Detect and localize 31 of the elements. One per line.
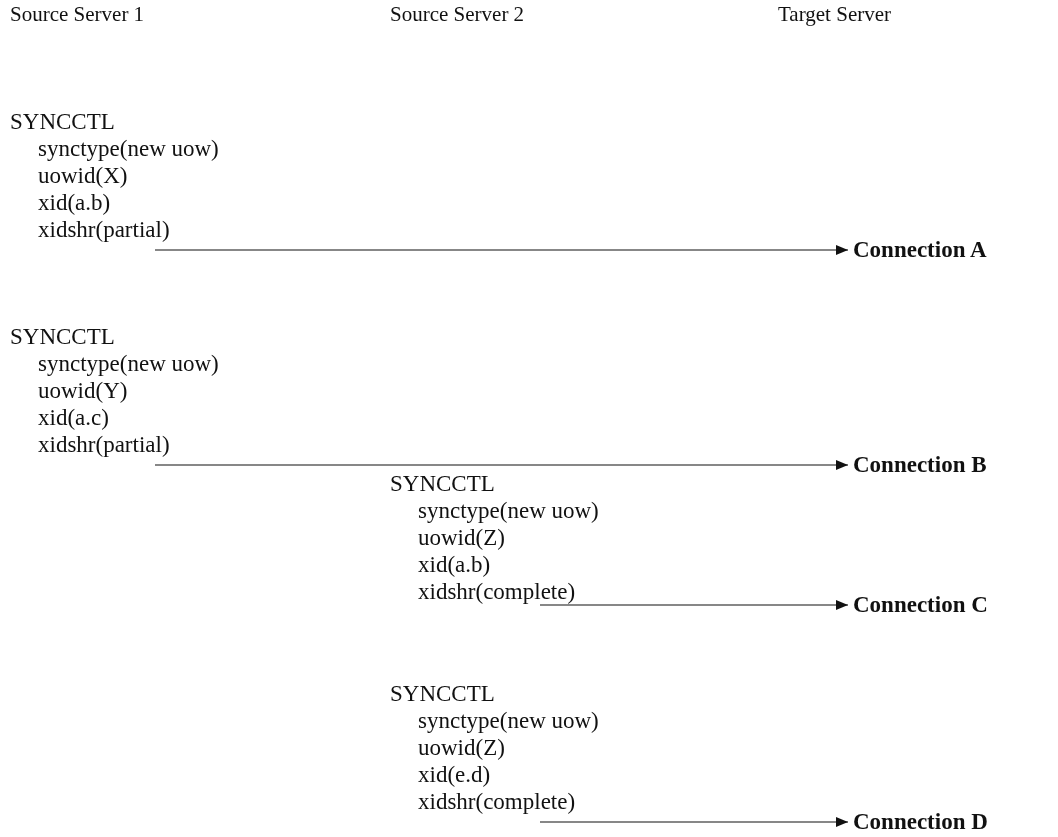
arrow bbox=[154, 245, 849, 255]
command-name: SYNCCTL bbox=[10, 323, 115, 350]
parameter-text: xid(a.b) bbox=[38, 189, 111, 216]
column-heading: Target Server bbox=[778, 2, 891, 26]
command-name: SYNCCTL bbox=[390, 680, 495, 707]
parameter-text: xid(a.b) bbox=[418, 551, 491, 578]
parameter-text: synctype(new uow) bbox=[38, 135, 219, 162]
column-heading: Source Server 2 bbox=[390, 2, 525, 26]
parameter-text: xid(e.d) bbox=[418, 761, 491, 788]
arrow bbox=[539, 600, 849, 610]
parameter-text: uowid(X) bbox=[38, 162, 128, 189]
parameter-text: synctype(new uow) bbox=[418, 497, 599, 524]
connection-label: Connection B bbox=[848, 453, 987, 477]
parameter-text: uowid(Y) bbox=[38, 377, 128, 404]
parameter-text: xidshr(complete) bbox=[418, 788, 576, 815]
parameter-text: uowid(Z) bbox=[418, 734, 505, 761]
parameter-text: xid(a.c) bbox=[38, 404, 109, 431]
arrow bbox=[539, 817, 849, 827]
parameter-text: synctype(new uow) bbox=[418, 707, 599, 734]
column-heading: Source Server 1 bbox=[10, 2, 145, 26]
arrow bbox=[154, 460, 849, 470]
connection-label: Connection C bbox=[848, 593, 988, 617]
parameter-text: xidshr(partial) bbox=[38, 431, 170, 458]
command-name: SYNCCTL bbox=[390, 470, 495, 497]
parameter-text: xidshr(complete) bbox=[418, 578, 576, 605]
parameter-text: uowid(Z) bbox=[418, 524, 505, 551]
parameter-text: synctype(new uow) bbox=[38, 350, 219, 377]
parameter-text: xidshr(partial) bbox=[38, 216, 170, 243]
command-name: SYNCCTL bbox=[10, 108, 115, 135]
connection-label: Connection D bbox=[848, 810, 988, 834]
connection-label: Connection A bbox=[848, 238, 987, 262]
